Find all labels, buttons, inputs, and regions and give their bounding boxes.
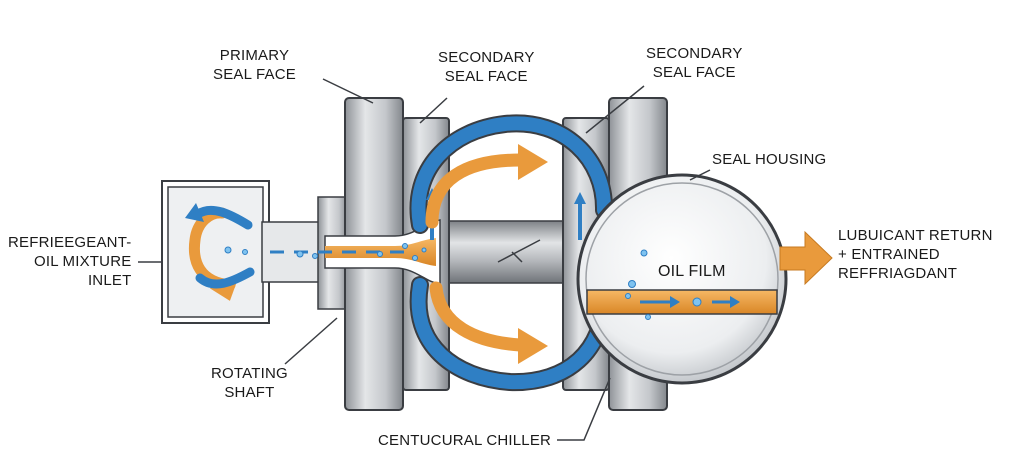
- blue-circulation-loop: [409, 114, 614, 392]
- label-secondary-seal-face-left: SECONDARY SEAL FACE: [438, 49, 535, 85]
- label-rotating-shaft: ROTATING SHAFT: [211, 365, 288, 401]
- label-seal-housing: SEAL HOUSING: [712, 151, 827, 168]
- label-inlet: REFRIEEGEANT- OIL MIXTURE INLET: [8, 234, 132, 289]
- label-outlet: LUBUICANT RETURN + ENTRAINED REFFRIAGDAN…: [838, 227, 993, 282]
- label-primary-seal-face: PRIMARY SEAL FACE: [213, 47, 296, 83]
- label-secondary-seal-face-right: SECONDARY SEAL FACE: [646, 45, 743, 81]
- seal-housing: [576, 173, 788, 385]
- outlet-arrow: [779, 230, 833, 286]
- label-oil-film: OIL FILM: [658, 263, 726, 280]
- inlet-swirl-arrows: [185, 203, 255, 301]
- label-chiller: CENTUCURAL CHILLER: [378, 432, 552, 449]
- refrigerant-bubbles: [224, 243, 427, 261]
- orange-flow-arrows: [425, 144, 548, 364]
- leader-lines: [138, 78, 711, 441]
